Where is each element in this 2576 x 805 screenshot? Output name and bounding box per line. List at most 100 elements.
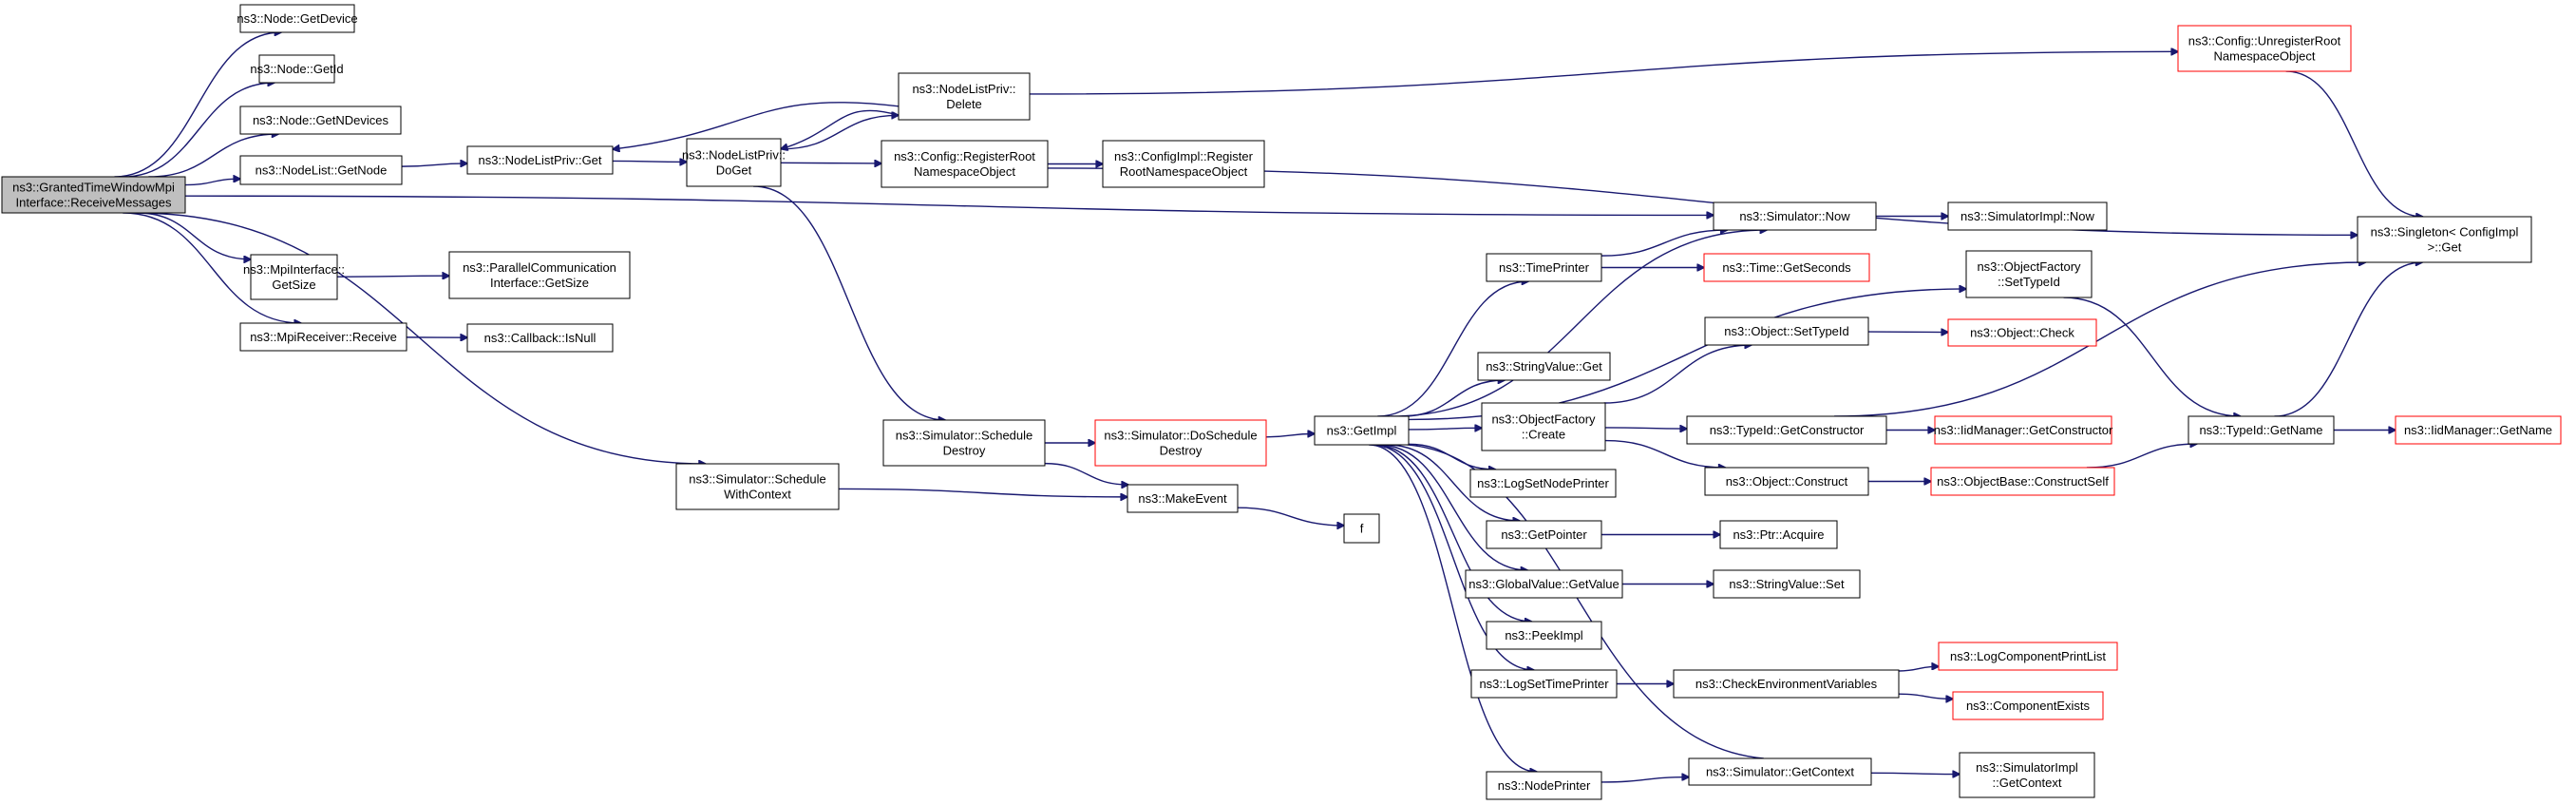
node-objectfactory-create[interactable]: ns3::ObjectFactory::Create <box>1481 402 1606 451</box>
node-nodelistpriv-delete[interactable]: ns3::NodeListPriv::Delete <box>898 72 1031 121</box>
node-label: ns3::PeekImpl <box>1505 628 1582 642</box>
node-nodelistpriv-doget[interactable]: ns3::NodeListPriv::DoGet <box>682 138 786 187</box>
node-label: ns3::Simulator::Schedule <box>689 472 826 487</box>
node-stringvalue-set[interactable]: ns3::StringValue::Set <box>1713 569 1861 599</box>
node-mpireceiver-receive[interactable]: ns3::MpiReceiver::Receive <box>239 322 407 352</box>
node-checkenvvars[interactable]: ns3::CheckEnvironmentVariables <box>1673 669 1900 699</box>
node-box <box>1470 669 1618 699</box>
node-typeid-getconstructor[interactable]: ns3::TypeId::GetConstructor <box>1686 415 1887 445</box>
edge-simulator_schedulewithcontext-to-makeevent <box>838 488 1127 496</box>
node-box <box>1686 415 1887 445</box>
node-box <box>1673 669 1900 699</box>
node-mpiinterface-getsize[interactable]: ns3::MpiInterface::GetSize <box>243 254 345 300</box>
node-object-construct[interactable]: ns3::Object::Construct <box>1704 467 1869 496</box>
edge-root-to-node_getid <box>123 83 275 178</box>
node-node-getdevice[interactable]: ns3::Node::GetDevice <box>237 4 358 33</box>
node-box <box>1314 415 1410 446</box>
node-box <box>686 138 782 187</box>
node-label: ns3::StringValue::Get <box>1486 359 1602 374</box>
edge-getimpl-to-getpointer <box>1386 444 1520 521</box>
node-box <box>882 419 1046 467</box>
node-logsettimeprinter[interactable]: ns3::LogSetTimePrinter <box>1470 669 1618 699</box>
node-makeevent[interactable]: ns3::MakeEvent <box>1127 484 1239 513</box>
node-getimpl[interactable]: ns3::GetImpl <box>1314 415 1410 446</box>
node-simulator-now[interactable]: ns3::Simulator::Now <box>1713 201 1877 231</box>
node-root[interactable]: ns3::GrantedTimeWindowMpiInterface::Rece… <box>1 176 186 214</box>
edge-objectfactory_create-to-object_construct <box>1604 439 1725 468</box>
node-box <box>1713 201 1877 231</box>
node-objectbase-constructself[interactable]: ns3::ObjectBase::ConstructSelf <box>1930 467 2115 496</box>
edge-root-to-simulator_schedulewithcontext <box>134 212 706 464</box>
edge-typeid_getconstructor-to-singleton_get <box>1834 262 2366 417</box>
node-label: ns3::GrantedTimeWindowMpi <box>12 181 175 195</box>
node-stringvalue-get[interactable]: ns3::StringValue::Get <box>1477 352 1611 381</box>
node-box <box>1477 352 1611 381</box>
node-nodelistpriv-get[interactable]: ns3::NodeListPriv::Get <box>466 145 614 175</box>
node-node-getndevices[interactable]: ns3::Node::GetNDevices <box>239 105 402 135</box>
node-node-getid[interactable]: ns3::Node::GetId <box>250 54 344 84</box>
node-label: ns3::Time::GetSeconds <box>1722 260 1851 275</box>
node-label: ns3::Object::Check <box>1970 326 2074 340</box>
node-label: WithContext <box>724 488 791 502</box>
node-componentexists[interactable]: ns3::ComponentExists <box>1952 691 2104 720</box>
node-getpointer[interactable]: ns3::GetPointer <box>1486 520 1602 549</box>
node-label: ns3::LogSetNodePrinter <box>1477 476 1609 490</box>
node-time-getseconds[interactable]: ns3::Time::GetSeconds <box>1703 253 1870 282</box>
node-box <box>1094 419 1267 467</box>
node-box <box>1486 771 1602 800</box>
edge-config_registerroot-to-singleton_get <box>1047 167 2358 235</box>
node-label: Destroy <box>943 444 986 458</box>
node-iidmanager-getconstructor[interactable]: ns3::IidManager::GetConstructor <box>1934 415 2113 445</box>
node-label: ::SetTypeId <box>1998 275 2060 289</box>
node-globalvalue-getvalue[interactable]: ns3::GlobalValue::GetValue <box>1465 569 1623 599</box>
node-nodelist-getnode[interactable]: ns3::NodeList::GetNode <box>239 155 403 185</box>
node-box <box>881 140 1049 188</box>
edge-root-to-nodelist_getnode <box>184 179 240 186</box>
node-label: ns3::NodeListPriv::Get <box>478 153 601 167</box>
node-singleton-get[interactable]: ns3::Singleton< ConfigImpl>::Get <box>2357 216 2532 263</box>
node-box <box>1938 642 2118 671</box>
node-label: ns3::NodePrinter <box>1498 778 1591 793</box>
node-label: NamespaceObject <box>2214 49 2316 64</box>
node-label: ns3::IidManager::GetName <box>2404 423 2552 437</box>
node-label: ns3::GlobalValue::GetValue <box>1468 577 1619 591</box>
edge-mpiinterface_getsize-to-parallelcomm_getsize <box>336 276 449 277</box>
node-label: ns3::Config::UnregisterRoot <box>2188 34 2341 48</box>
node-logcomponentprintlist[interactable]: ns3::LogComponentPrintList <box>1938 642 2118 671</box>
nodes-layer: ns3::GrantedTimeWindowMpiInterface::Rece… <box>1 4 2562 800</box>
node-nodeprinter[interactable]: ns3::NodePrinter <box>1486 771 1602 800</box>
node-box <box>239 322 407 352</box>
node-timeprinter[interactable]: ns3::TimePrinter <box>1486 253 1602 282</box>
node-simulator-getcontext[interactable]: ns3::Simulator::GetContext <box>1688 757 1872 786</box>
node-box <box>1952 691 2104 720</box>
node-box <box>1947 201 2108 231</box>
edge-getimpl-to-timeprinter <box>1377 281 1528 417</box>
node-object-settypeid[interactable]: ns3::Object::SetTypeId <box>1704 316 1869 346</box>
node-box <box>258 54 335 84</box>
node-typeid-getname[interactable]: ns3::TypeId::GetName <box>2188 415 2335 445</box>
node-peekimpl[interactable]: ns3::PeekImpl <box>1486 621 1602 650</box>
node-objectfactory-settypeid[interactable]: ns3::ObjectFactory::SetTypeId <box>1965 250 2093 298</box>
edge-checkenvvars-to-componentexists <box>1898 693 1953 699</box>
node-config-unregisterroot[interactable]: ns3::Config::UnregisterRootNamespaceObje… <box>2177 25 2352 72</box>
node-configimpl-registerroot[interactable]: ns3::ConfigImpl::RegisterRootNamespaceOb… <box>1102 140 1265 188</box>
node-box <box>1934 415 2112 445</box>
node-box <box>1469 469 1617 498</box>
node-box <box>2177 25 2352 72</box>
node-parallelcomm-getsize[interactable]: ns3::ParallelCommunicationInterface::Get… <box>448 251 631 299</box>
node-logsetnodeprinter[interactable]: ns3::LogSetNodePrinter <box>1469 469 1617 498</box>
node-f[interactable]: f <box>1343 513 1380 544</box>
node-simulatorimpl-getcontext[interactable]: ns3::SimulatorImpl::GetContext <box>1959 752 2095 798</box>
node-simulatorimpl-now[interactable]: ns3::SimulatorImpl::Now <box>1947 201 2108 231</box>
node-object-check[interactable]: ns3::Object::Check <box>1947 318 2097 347</box>
node-callback-isnull[interactable]: ns3::Callback::IsNull <box>466 323 614 353</box>
node-ptr-acquire[interactable]: ns3::Ptr::Acquire <box>1719 520 1838 549</box>
edge-getimpl-to-logsettimeprinter <box>1372 444 1534 670</box>
node-box <box>466 145 614 175</box>
node-iidmanager-getname[interactable]: ns3::IidManager::GetName <box>2395 415 2562 445</box>
node-label: Destroy <box>1160 444 1203 458</box>
